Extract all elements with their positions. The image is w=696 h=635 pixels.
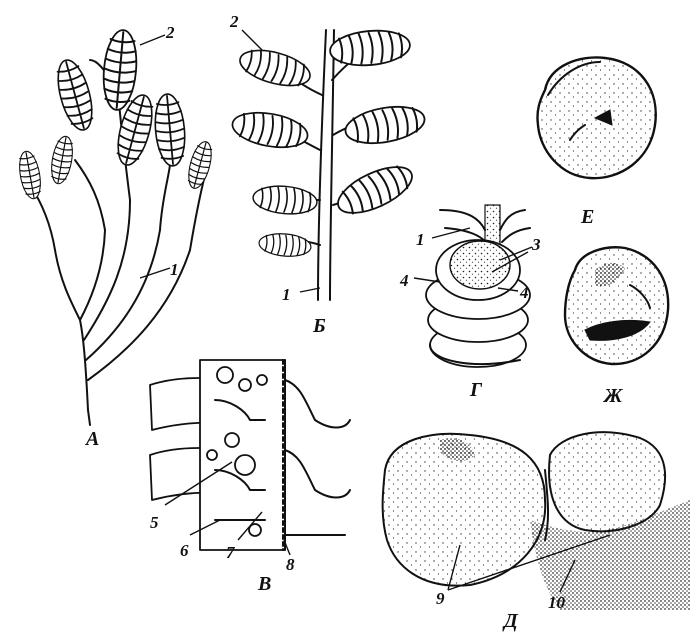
- callout-10-panel-d: 10: [548, 593, 566, 612]
- callout-8-panel-v: 8: [286, 555, 295, 574]
- callout-1-panel-b: 1: [282, 285, 291, 304]
- callout-1-panel-g: 1: [416, 230, 425, 249]
- panel-zh-drawing: [565, 247, 668, 364]
- callout-3-panel-g: 3: [531, 235, 541, 254]
- panel-label-b: Б: [312, 315, 326, 337]
- callout-9-panel-d: 9: [436, 589, 445, 608]
- panel-a-drawing: [16, 29, 215, 425]
- panel-g-drawing: [426, 205, 530, 367]
- panel-label-zh: Ж: [602, 385, 623, 407]
- panel-v-drawing: [150, 360, 350, 550]
- panel-label-v: В: [257, 573, 271, 595]
- panel-label-g: Г: [469, 379, 483, 401]
- callout-2-panel-b: 2: [229, 12, 239, 31]
- callout-1-panel-a: 1: [170, 260, 179, 279]
- panel-label-e: Е: [580, 206, 594, 228]
- callout-2-panel-a: 2: [165, 23, 175, 42]
- panel-label-a: А: [84, 428, 99, 450]
- callout-6-panel-v: 6: [180, 541, 189, 560]
- callout-4-right-panel-g: 4: [519, 283, 529, 302]
- panel-e-drawing: [537, 57, 655, 178]
- panel-label-d: Д: [502, 610, 519, 632]
- callout-4-left-panel-g: 4: [399, 271, 409, 290]
- panel-d-drawing: [383, 432, 690, 610]
- callout-5-panel-v: 5: [150, 513, 159, 532]
- panel-b-drawing: [230, 28, 428, 300]
